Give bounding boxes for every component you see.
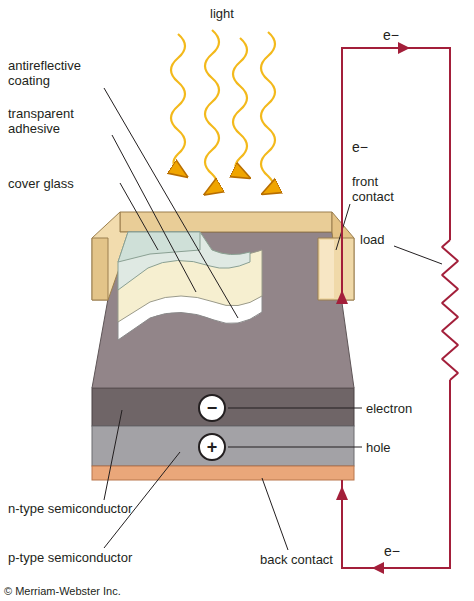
light-label: light <box>210 6 234 21</box>
part-label: cover glass <box>8 176 74 191</box>
cell-body <box>92 212 354 480</box>
part-label: front contact <box>352 174 412 204</box>
part-label: p-type semiconductor <box>8 550 132 565</box>
electron-flow-label: e− <box>383 28 399 43</box>
part-label: n-type semiconductor <box>8 501 132 516</box>
electron-flow-label: e− <box>352 140 368 155</box>
resistor-symbol <box>442 240 458 380</box>
charge-sign: + <box>207 438 218 456</box>
part-label: load <box>360 232 385 247</box>
part-label: antireflective coating <box>8 58 106 88</box>
part-label: transparent adhesive <box>8 106 114 136</box>
part-label: hole <box>366 440 391 455</box>
part-label: electron <box>366 401 412 416</box>
charge-sign: − <box>207 399 218 417</box>
electron-flow-label: e− <box>384 544 400 559</box>
hole-symbol <box>199 434 225 460</box>
glass-stack <box>118 232 262 340</box>
electron-symbol <box>199 395 225 421</box>
leader-lines <box>104 88 442 550</box>
light-rays <box>171 30 275 190</box>
copyright-note: © Merriam-Webster Inc. <box>4 584 121 599</box>
part-label: back contact <box>260 552 333 567</box>
circuit-wire <box>342 48 458 568</box>
current-arrows <box>336 42 410 574</box>
